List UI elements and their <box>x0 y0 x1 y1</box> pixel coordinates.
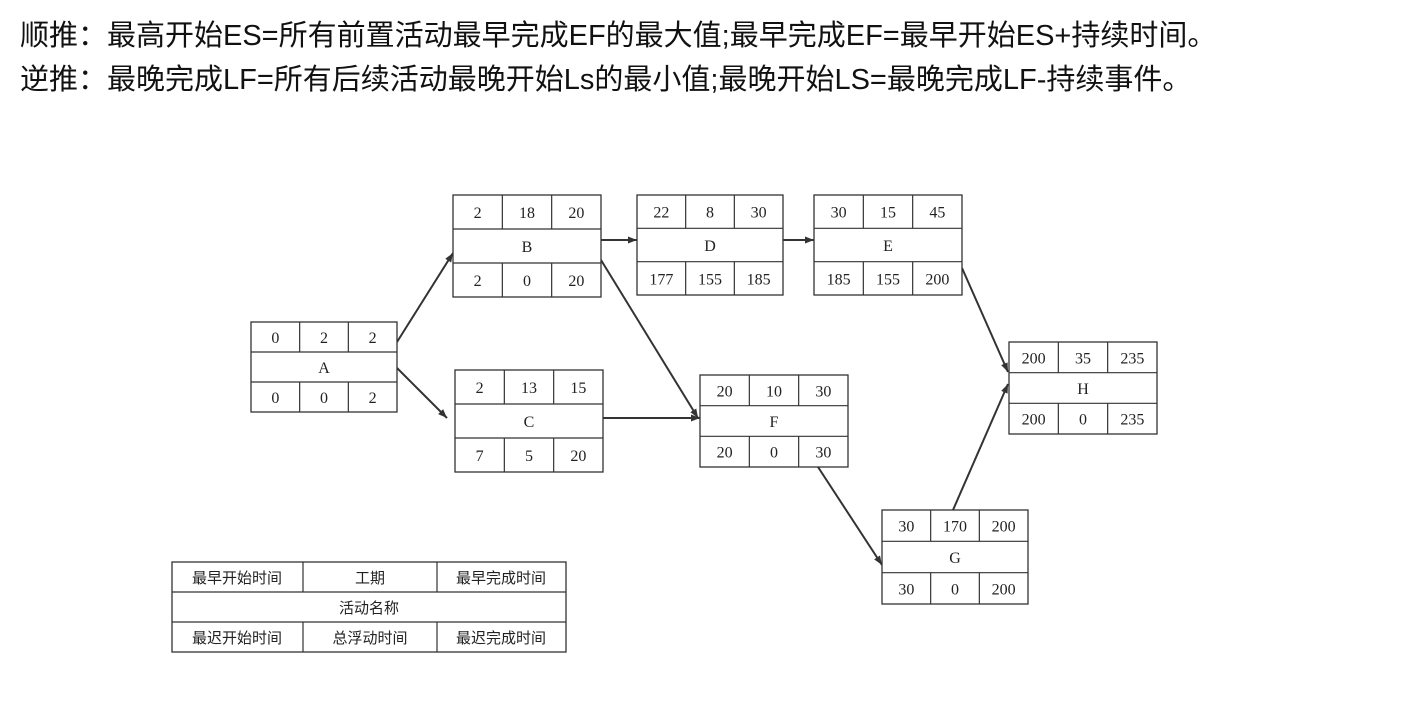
earliest-finish: 200 <box>992 519 1016 536</box>
earliest-start: 2 <box>474 205 482 222</box>
edge-g-h <box>952 383 1009 511</box>
latest-finish: 20 <box>570 448 586 465</box>
activity-name: D <box>704 238 716 255</box>
edge-b-f <box>600 259 699 419</box>
latest-start: 30 <box>898 581 914 598</box>
edge-a-c <box>396 367 448 419</box>
activity-name: C <box>524 414 535 431</box>
node-box <box>452 194 602 298</box>
legend-box: 最早开始时间 工期 最早完成时间 活动名称 最迟开始时间 总浮动时间 最迟完成时… <box>171 561 567 653</box>
earliest-finish: 30 <box>751 205 767 222</box>
node-box <box>250 321 398 413</box>
node-box <box>636 194 784 296</box>
node-box <box>454 369 604 473</box>
node-box <box>881 509 1029 605</box>
earliest-start: 200 <box>1022 350 1046 367</box>
activity-name: A <box>318 360 330 377</box>
edges-layer <box>396 236 1009 566</box>
total-float: 0 <box>1079 412 1087 429</box>
earliest-finish: 15 <box>570 380 586 397</box>
edge-e-h <box>961 267 1009 373</box>
duration: 10 <box>766 383 782 400</box>
node-box <box>1008 341 1158 435</box>
edge-f-g <box>817 466 883 566</box>
earliest-finish: 20 <box>568 205 584 222</box>
activity-node-e: 30 15 45 185 155 200 E <box>813 194 963 296</box>
total-float: 155 <box>698 271 722 288</box>
earliest-finish: 30 <box>815 383 831 400</box>
backward-pass-rule: 逆推：最晚完成LF=所有后续活动最晚开始Ls的最小值;最晚开始LS=最晚完成LF… <box>20 64 1192 96</box>
latest-finish: 30 <box>815 445 831 462</box>
earliest-start: 2 <box>476 380 484 397</box>
activity-name: B <box>522 239 533 256</box>
latest-start: 7 <box>476 448 484 465</box>
earliest-start: 0 <box>271 330 279 347</box>
latest-finish: 185 <box>747 271 771 288</box>
latest-start: 20 <box>717 445 733 462</box>
latest-start: 177 <box>649 271 673 288</box>
earliest-finish: 235 <box>1120 350 1144 367</box>
duration: 8 <box>706 205 714 222</box>
duration: 13 <box>521 380 537 397</box>
total-float: 0 <box>523 273 531 290</box>
legend-latest-finish: 最迟完成时间 <box>456 630 546 647</box>
duration: 2 <box>320 330 328 347</box>
activity-node-c: 2 13 15 7 5 20 C <box>454 369 604 473</box>
total-float: 155 <box>876 271 900 288</box>
latest-start: 2 <box>474 273 482 290</box>
total-float: 0 <box>770 445 778 462</box>
earliest-start: 22 <box>653 205 669 222</box>
activity-name: G <box>949 550 961 567</box>
legend-earliest-start: 最早开始时间 <box>192 570 282 587</box>
earliest-finish: 45 <box>929 205 945 222</box>
total-float: 0 <box>951 581 959 598</box>
edge-c-f <box>603 414 700 422</box>
legend-earliest-finish: 最早完成时间 <box>456 570 546 587</box>
edge-d-e <box>783 236 814 244</box>
edge-a-b <box>396 252 454 343</box>
latest-finish: 235 <box>1120 412 1144 429</box>
latest-start: 200 <box>1022 412 1046 429</box>
legend-duration: 工期 <box>355 570 385 587</box>
edge-b-d <box>601 236 637 244</box>
forward-pass-rule: 顺推：最高开始ES=所有前置活动最早完成EF的最大值;最早完成EF=最早开始ES… <box>20 20 1217 52</box>
activity-name: F <box>770 414 779 431</box>
activity-node-d: 22 8 30 177 155 185 D <box>636 194 784 296</box>
node-box <box>813 194 963 296</box>
duration: 170 <box>943 519 967 536</box>
earliest-finish: 2 <box>369 330 377 347</box>
latest-finish: 200 <box>925 271 949 288</box>
duration: 35 <box>1075 350 1091 367</box>
latest-finish: 20 <box>568 273 584 290</box>
latest-start: 185 <box>827 271 851 288</box>
latest-finish: 200 <box>992 581 1016 598</box>
earliest-start: 30 <box>898 519 914 536</box>
legend-latest-start: 最迟开始时间 <box>192 630 282 647</box>
legend-total-float: 总浮动时间 <box>332 630 407 647</box>
latest-finish: 2 <box>369 390 377 407</box>
latest-start: 0 <box>271 390 279 407</box>
activity-name: E <box>883 238 893 255</box>
earliest-start: 20 <box>717 383 733 400</box>
node-box <box>699 374 849 468</box>
activity-name: H <box>1077 381 1089 398</box>
earliest-start: 30 <box>831 205 847 222</box>
total-float: 0 <box>320 390 328 407</box>
legend-activity-name: 活动名称 <box>339 600 399 617</box>
duration: 18 <box>519 205 535 222</box>
duration: 15 <box>880 205 896 222</box>
total-float: 5 <box>525 448 533 465</box>
